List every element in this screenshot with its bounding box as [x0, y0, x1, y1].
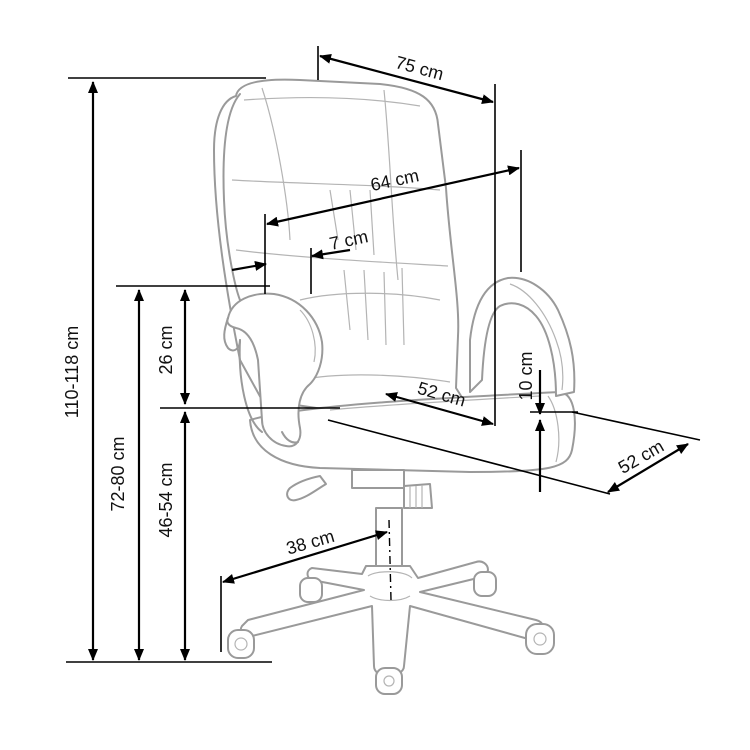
label-armrest-above-seat: 26 cm — [156, 325, 176, 374]
label-seat-thickness: 10 cm — [516, 351, 536, 400]
seat-depth-ext-front — [327, 419, 611, 495]
right-armrest-pad — [509, 283, 564, 391]
label-base-radius: 38 cm — [284, 526, 337, 559]
seat-depth-arrow — [607, 443, 689, 493]
left-armrest-pad — [299, 309, 316, 363]
height-lever — [286, 475, 327, 502]
left-armrest-cap — [223, 317, 241, 352]
armrest-width-arrow — [231, 260, 267, 272]
label-height-total: 110-118 cm — [62, 326, 82, 418]
left-armrest-support — [238, 339, 299, 444]
right-armrest — [469, 276, 576, 397]
tilt-mechanism — [351, 469, 405, 489]
tilt-knob-ribs — [409, 485, 423, 508]
caster-front-center — [375, 667, 403, 695]
seat-depth-ext-back — [571, 411, 701, 441]
label-width-overall: 75 cm — [393, 52, 446, 84]
seat-width-arrow — [385, 392, 494, 426]
dimension-lines — [66, 46, 701, 663]
width-overall-arrow — [319, 53, 494, 105]
caster-front-right — [525, 623, 555, 655]
star-base — [239, 560, 545, 677]
base-radius-arrow — [222, 530, 388, 584]
backrest-width-arrow — [266, 165, 520, 227]
label-height-armrest: 72-80 cm — [108, 436, 128, 511]
caster-back-left — [299, 577, 323, 603]
label-height-seat: 46-54 cm — [156, 462, 176, 537]
caster-front-left — [227, 629, 255, 659]
backrest-side-panel — [222, 93, 241, 301]
armrest-width-arrow-right — [311, 248, 351, 260]
caster-back-right — [473, 571, 497, 597]
tilt-knob — [403, 483, 433, 509]
gas-lift-centerline — [388, 519, 392, 601]
